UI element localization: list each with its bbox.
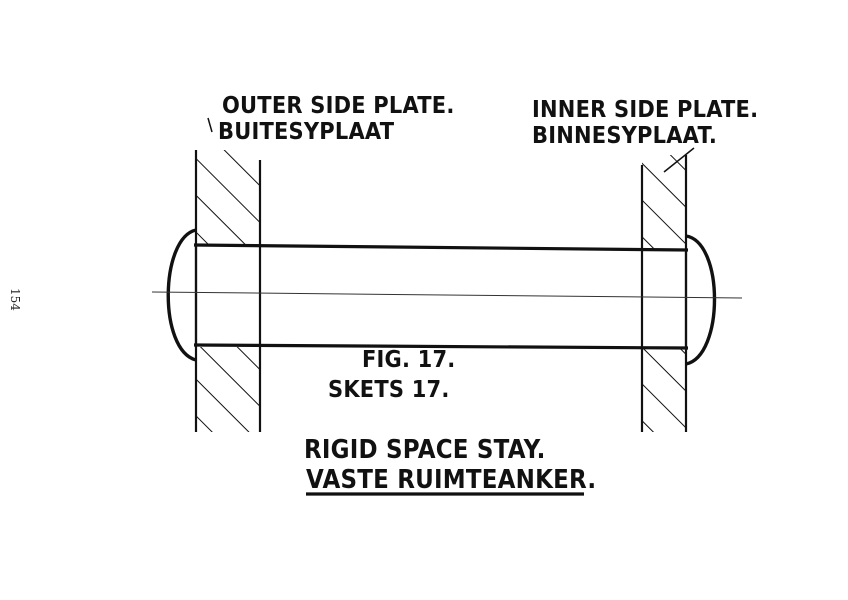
outer-side-plate-label-af: BUITESYPLAAT xyxy=(218,117,395,145)
right-rivet-head xyxy=(685,234,717,366)
inner-plate-leader xyxy=(663,147,695,173)
inner-side-plate xyxy=(640,155,688,432)
outer-side-plate xyxy=(194,150,262,432)
centre-line xyxy=(151,291,743,299)
stay-rod xyxy=(193,243,689,350)
figure-title: RIGID SPACE STAY. xyxy=(304,435,546,465)
figure-number-af: SKETS 17. xyxy=(328,375,450,403)
figure-title-af: VASTE RUIMTEANKER. xyxy=(306,465,597,495)
left-rivet-head xyxy=(166,228,197,362)
outer-plate-leader xyxy=(207,117,213,133)
figure-number: FIG. 17. xyxy=(362,345,456,373)
outer-side-plate-label: OUTER SIDE PLATE. xyxy=(222,91,455,119)
inner-side-plate-label-af: BINNESYPLAAT. xyxy=(532,121,718,149)
inner-side-plate-label: INNER SIDE PLATE. xyxy=(532,95,759,123)
